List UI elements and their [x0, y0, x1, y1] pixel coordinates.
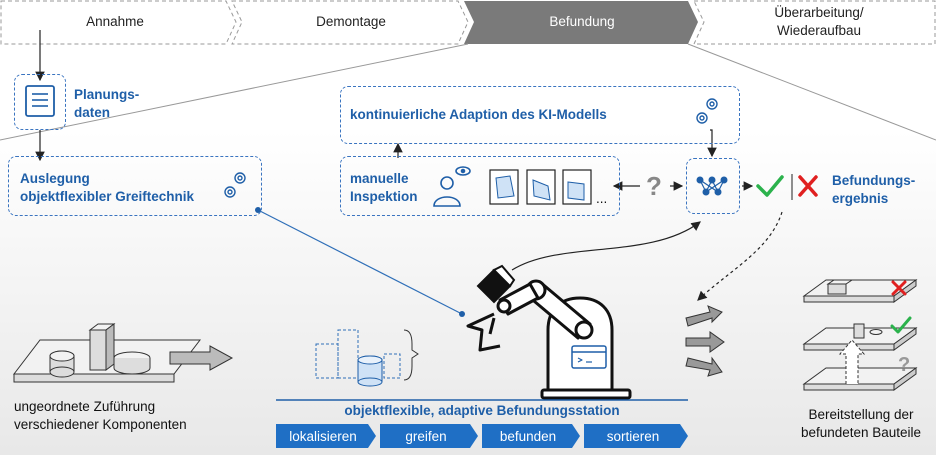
- planungsdaten-label: Planungs- daten: [74, 86, 139, 122]
- step-befunden: befunden: [499, 428, 557, 444]
- inspektion-ellipsis: ...: [596, 191, 608, 206]
- shelf-question-icon: ?: [898, 354, 911, 376]
- step-lokalisieren: lokalisieren: [289, 428, 357, 444]
- shelf-cross-icon: [891, 280, 907, 296]
- check-icon: [756, 175, 784, 197]
- phase-befundung-label: Befundung: [549, 14, 615, 29]
- background-gradient: [0, 130, 936, 455]
- inspektion-box: [340, 156, 620, 216]
- station-title: objektflexible, adaptive Befundungsstati…: [344, 403, 620, 418]
- auslegung-line1: Auslegung: [20, 171, 90, 186]
- right-caption: Bereitstellung der befundeten Bauteile: [796, 406, 926, 442]
- right-caption-line1: Bereitstellung der: [808, 407, 914, 422]
- auslegung-line2: objektflexibler Greiftechnik: [20, 189, 195, 204]
- left-caption-line1: ungeordnete Zuführung: [14, 399, 156, 414]
- gripped-cube-illustration: [476, 264, 516, 304]
- output-shelves-illustration: [802, 279, 918, 391]
- cross-icon: [798, 175, 818, 197]
- gear-icon-greiftechnik: [224, 172, 246, 198]
- ki-adaption-label: kontinuierliche Adaption des KI-Modells: [350, 107, 607, 122]
- inspection-image-frames: [489, 169, 592, 205]
- unordered-components-illustration: [12, 323, 234, 383]
- step-sortieren: sortieren: [606, 428, 660, 444]
- phase-demontage-label: Demontage: [316, 14, 386, 29]
- ki-adaption-box: [340, 86, 740, 144]
- document-icon: [25, 85, 55, 117]
- robot-arm-illustration: [496, 279, 632, 400]
- phase-chevron-befundung: [464, 1, 698, 44]
- planungsdaten-line2: daten: [74, 105, 111, 120]
- phase-befundung: Befundung: [472, 0, 692, 44]
- auslegung-box: [8, 156, 262, 216]
- inspektion-line1: manuelle: [350, 171, 409, 186]
- phase-chevron-demontage: [231, 0, 469, 45]
- inspektion-line2: Inspektion: [350, 189, 418, 204]
- ki-model-box: [686, 158, 740, 214]
- step-greifen: greifen: [405, 428, 447, 444]
- phase-annahme: Annahme: [0, 0, 230, 44]
- phase-ueberarbeitung-line1: Überarbeitung/: [774, 5, 864, 20]
- phase-demontage: Demontage: [240, 0, 462, 44]
- sorting-arrows: [685, 305, 725, 377]
- inspector-person-icon: [433, 166, 471, 207]
- befundungsergebnis-line1: Befundungs-: [832, 173, 916, 188]
- phase-annahme-label: Annahme: [86, 14, 144, 29]
- neural-network-icon: [696, 176, 728, 196]
- question-mark-icon: ?: [646, 171, 662, 201]
- phase-chevron-annahme: [0, 0, 237, 45]
- phase-ueberarbeitung: Überarbeitung/ Wiederaufbau: [704, 0, 934, 44]
- planungsdaten-icon-box: [14, 74, 66, 130]
- auslegung-label: Auslegung objektflexibler Greiftechnik: [20, 170, 194, 206]
- robot-gripper-illustration: [466, 312, 501, 352]
- befundungsergebnis-label: Befundungs- ergebnis: [832, 172, 915, 208]
- left-caption-line2: verschiedener Komponenten: [14, 417, 187, 432]
- inspektion-label: manuelle Inspektion: [350, 170, 418, 206]
- phase-ueberarbeitung-line2: Wiederaufbau: [776, 23, 862, 38]
- station-parts-illustration: [315, 329, 419, 387]
- phase-chevrons: [0, 0, 936, 45]
- right-caption-line2: befundeten Bauteile: [800, 425, 922, 440]
- shelf-check-icon: [890, 316, 912, 334]
- phase-chevron-ueberarbeitung: [693, 0, 936, 45]
- planungsdaten-line1: Planungs-: [74, 87, 140, 102]
- befundungsergebnis-line2: ergebnis: [832, 191, 889, 206]
- gear-icon-ki-modell: [696, 98, 718, 124]
- left-caption: ungeordnete Zuführung verschiedener Komp…: [14, 398, 187, 434]
